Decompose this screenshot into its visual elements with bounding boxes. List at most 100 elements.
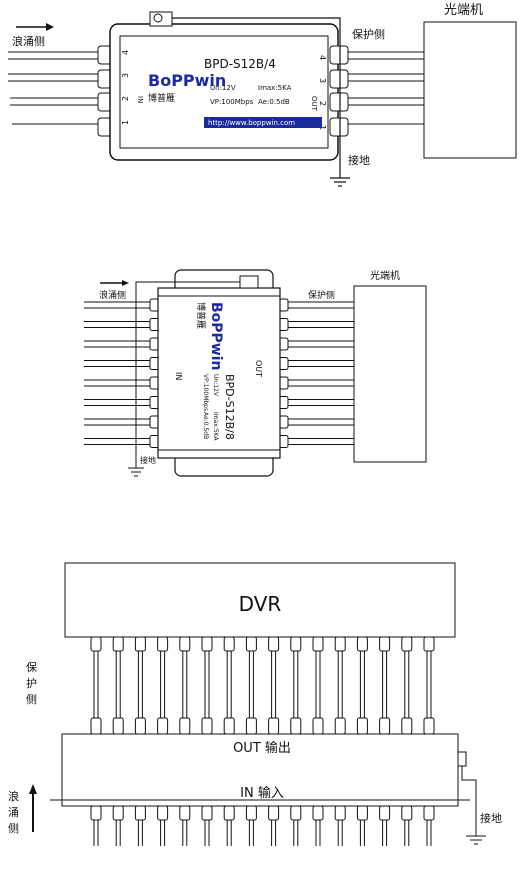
multi-channel-protector — [61, 733, 459, 807]
in-connector — [312, 805, 324, 821]
dvr-connector — [401, 636, 413, 652]
port-number-1: 1 — [121, 120, 130, 125]
optical-terminal-box-1 — [423, 21, 517, 159]
protect-side-label-2: 保护侧 — [308, 289, 335, 301]
in-connector — [245, 805, 257, 821]
imax-spec-2: Imax:5KA — [212, 412, 219, 442]
optical-terminal-box-2 — [353, 285, 427, 463]
brand-cn-1: 博普雁 — [148, 92, 175, 104]
ground-wire-2 — [135, 281, 240, 468]
output-cable-2 — [288, 399, 354, 406]
port-number-2: 2 — [121, 96, 130, 101]
protect-side-label-1: 保护侧 — [352, 27, 385, 41]
protect-side-char-2: 护 — [26, 676, 37, 690]
dvr-connector — [379, 636, 391, 652]
channel — [179, 636, 191, 846]
in-label-2: IN — [174, 372, 183, 380]
in-connector — [423, 805, 435, 821]
input-cable-2 — [84, 340, 150, 348]
out-label-1: OUT — [310, 96, 318, 112]
un-spec-2: Un:12V — [212, 374, 219, 397]
output-cables — [348, 51, 424, 125]
un-spec-1: Un:12V — [210, 84, 236, 92]
out-connector — [223, 717, 235, 735]
dvr-label: DVR — [239, 592, 282, 616]
in-connector — [334, 805, 346, 821]
out-connector — [112, 717, 124, 735]
channel — [423, 636, 435, 846]
dvr-connector — [290, 636, 302, 652]
dvr-connector — [223, 636, 235, 652]
ground-screw-1 — [153, 13, 163, 23]
in-connector — [134, 805, 146, 821]
model-label-2: BPD-S12B/8 — [223, 374, 236, 440]
url-bar-1 — [204, 117, 322, 128]
diagram-1-bpd-s12b4: 浪涌侧 4 3 2 1 4 3 2 1 IN OUT — [8, 3, 517, 187]
ground-label-1: 接地 — [348, 154, 370, 167]
output-cable-2 — [288, 438, 354, 445]
out-port-number-1: 1 — [318, 125, 327, 130]
in-connector — [223, 805, 235, 821]
out-connector — [90, 717, 102, 735]
ground-tab-2 — [239, 275, 259, 289]
in-connector — [157, 805, 169, 821]
output-cable-2 — [288, 321, 354, 328]
input-cable-2 — [84, 360, 150, 367]
out-connector — [312, 717, 324, 735]
out-port-number-3: 3 — [318, 78, 327, 83]
out-port-number-2: 2 — [318, 101, 327, 106]
out-connector — [245, 717, 257, 735]
channel — [134, 636, 146, 846]
in-connector — [290, 805, 302, 821]
input-cable-2 — [84, 321, 150, 328]
model-label-1: BPD-S12B/4 — [204, 57, 276, 71]
port-number-3: 3 — [121, 73, 130, 78]
input-cable-2 — [84, 438, 150, 445]
in-input-label: IN 输入 — [240, 785, 284, 801]
output-cable-2 — [288, 379, 354, 387]
output-cable-2 — [288, 301, 354, 309]
in-connector — [356, 805, 368, 821]
ground-label-2: 接地 — [140, 455, 156, 465]
surge-side-label: 浪涌侧 — [12, 34, 45, 48]
channel — [356, 636, 368, 846]
optical-terminal-label-2: 光端机 — [370, 269, 400, 282]
channel — [223, 636, 235, 846]
input-cable-2 — [84, 301, 150, 309]
output-cable-2 — [288, 340, 354, 348]
dvr-connector — [334, 636, 346, 652]
out-port-number-4: 4 — [318, 55, 327, 60]
brand-logo-2: BoPPwin — [208, 302, 224, 371]
dvr-connector — [112, 636, 124, 652]
brand-cn-2: 博普雁 — [195, 302, 207, 329]
diagram-3-dvr: DVR OUT 输出 IN 输入 保 护 侧 浪 涌 侧 接地 — [8, 562, 502, 846]
dvr-connector — [312, 636, 324, 652]
surge-arrow-head — [29, 784, 37, 794]
ground-label-3: 接地 — [480, 812, 502, 825]
ae-spec-1: Ae:0.5dB — [258, 98, 290, 106]
optical-terminal-label-1: 光端机 — [444, 3, 483, 18]
ae-spec-2: Ae:0.5dB — [202, 412, 209, 439]
out-connector — [401, 717, 413, 735]
input-cables — [8, 51, 98, 125]
input-cable-2 — [84, 418, 150, 426]
brand-logo-1: BoPPwin — [148, 71, 226, 90]
dvr-connector — [423, 636, 435, 652]
dvr-connector — [268, 636, 280, 652]
port-number-4: 4 — [121, 50, 130, 55]
dvr-box — [64, 562, 456, 638]
surge-side-char-2: 涌 — [8, 806, 19, 819]
ground-symbol-1 — [330, 177, 350, 187]
ground-wire-3 — [461, 766, 477, 836]
channel — [157, 636, 169, 846]
dvr-connector — [245, 636, 257, 652]
channel — [90, 636, 102, 846]
dvr-connector — [356, 636, 368, 652]
url-text-1: http://www.boppwin.com — [208, 119, 295, 127]
out-connector — [134, 717, 146, 735]
protect-side-char-3: 侧 — [26, 693, 37, 706]
diagram-2-bpd-s12b8: 浪涌侧 BoPPwin 博普雁 BPD-S12B/8 Un:12V Imax:5… — [84, 269, 427, 477]
out-connector — [290, 717, 302, 735]
in-label-1: IN — [136, 96, 144, 103]
